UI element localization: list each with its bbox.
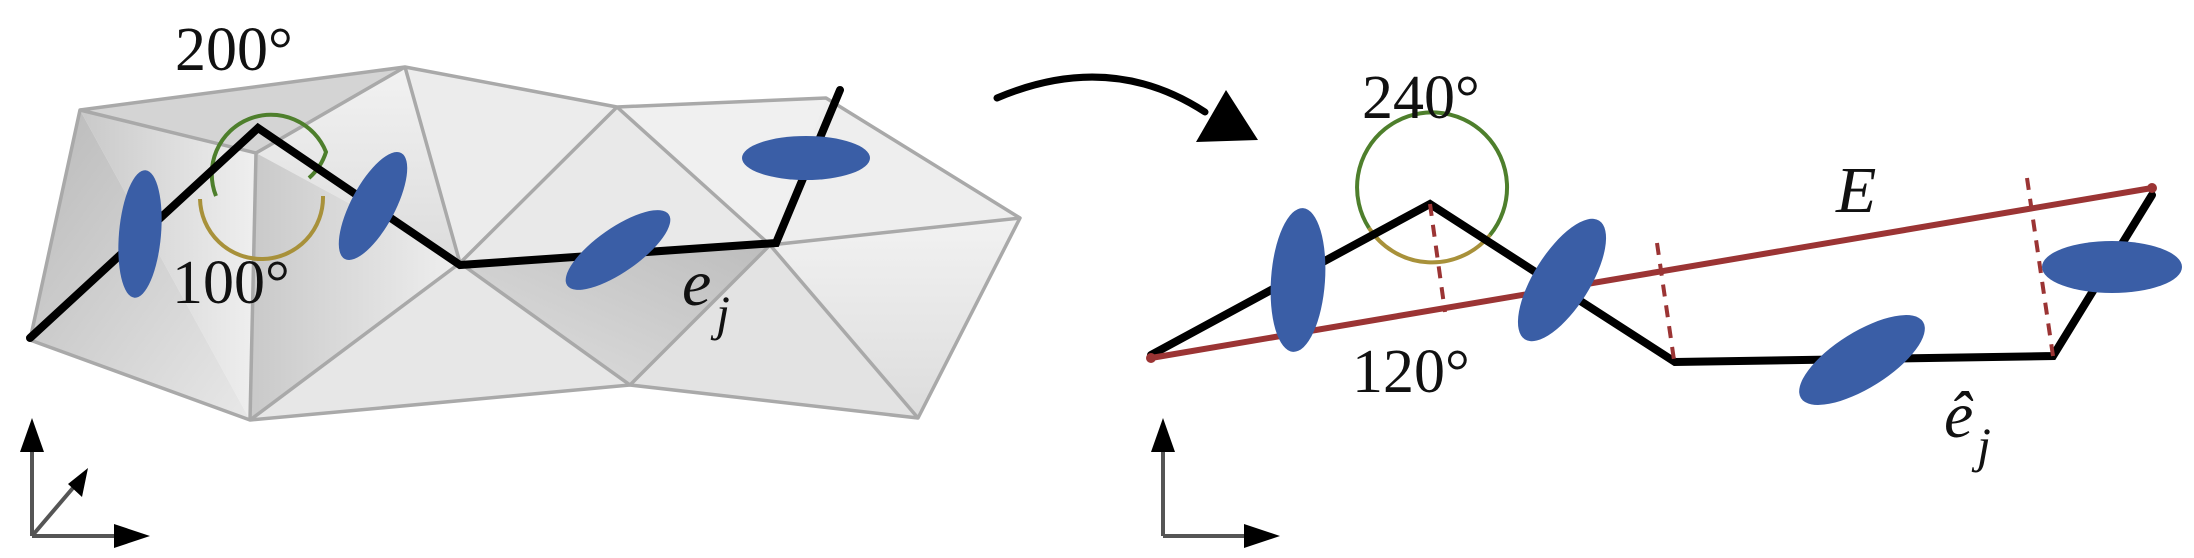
mesh-face	[250, 263, 630, 420]
left-top-angle-label: 200°	[175, 16, 293, 84]
left-edge-label: e	[682, 247, 711, 320]
mesh-face	[405, 67, 617, 263]
right-bottom-angle-label: 120°	[1352, 338, 1470, 406]
left-outer-angle-arc	[209, 112, 329, 197]
mesh-face	[770, 98, 1020, 245]
axis-arrows-2d-icon	[1161, 442, 1253, 538]
right-ellipse	[1517, 218, 1607, 342]
mesh-face	[460, 107, 770, 263]
segment-label-E: E	[1835, 154, 1876, 227]
right-ellipse	[1270, 208, 1326, 352]
right-ellipse	[2042, 241, 2182, 293]
mesh-face	[250, 153, 460, 420]
mesh-face	[630, 245, 918, 418]
left-ellipse	[742, 136, 870, 180]
left-ellipse	[118, 170, 162, 298]
right-outer-angle-arc	[1355, 110, 1510, 237]
right-edge-subscript: j	[1971, 417, 1991, 473]
right-ellipse	[1799, 315, 1925, 405]
axis-arrowhead-icon	[114, 524, 150, 548]
right-chain	[1147, 191, 2156, 367]
transform-arrow-icon	[993, 73, 1209, 116]
mesh-face	[256, 67, 460, 263]
transform-arrowhead-icon	[1196, 90, 1258, 142]
axis-arrows-3d-icon	[30, 442, 125, 538]
left-chain	[26, 86, 844, 342]
mesh-face	[770, 218, 1020, 418]
left-ellipse	[338, 152, 408, 260]
straight-segment-E	[1150, 185, 2153, 361]
left-inner-angle-arc	[198, 195, 326, 261]
left-ellipse	[565, 210, 671, 290]
mesh-face	[80, 67, 405, 153]
right-edge-label: ê	[1944, 379, 1974, 452]
axis-arrowhead-icon	[20, 418, 44, 452]
left-bottom-angle-label: 100°	[172, 249, 290, 317]
axis-arrowhead-icon	[1151, 418, 1175, 452]
mesh-face	[617, 98, 826, 245]
right-top-angle-label: 240°	[1362, 64, 1480, 132]
projection-line	[1655, 242, 1676, 361]
projection-line	[2025, 177, 2055, 357]
projection-line	[1428, 203, 1447, 313]
mesh-face	[460, 245, 770, 385]
segment-endpoint	[2147, 183, 2157, 193]
axis-arrowhead-icon	[68, 468, 88, 497]
left-mesh	[28, 65, 1022, 422]
right-inner-angle-arc	[1367, 226, 1492, 265]
segment-endpoint	[1146, 353, 1156, 363]
axis-arrowhead-icon	[1244, 524, 1280, 548]
